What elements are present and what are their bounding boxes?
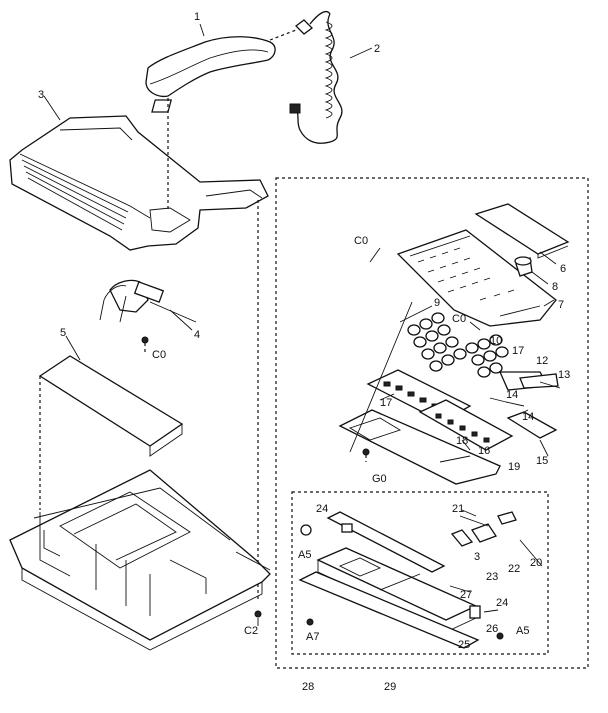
label-17-top: 17 <box>512 345 524 357</box>
label-12: 12 <box>536 355 548 367</box>
label-22: 22 <box>508 563 520 575</box>
label-3-print: 3 <box>474 551 480 563</box>
label-13: 13 <box>558 369 570 381</box>
print-mechanism-part <box>298 511 517 649</box>
label-8: 8 <box>552 281 558 293</box>
label-3: 3 <box>38 89 44 101</box>
label-a5-right: A5 <box>516 625 529 637</box>
label-17: 17 <box>380 397 392 409</box>
label-2: 2 <box>374 43 380 55</box>
metal-plate-part <box>38 355 184 510</box>
leader-lines <box>43 23 561 626</box>
keyboard-assembly-boundary <box>275 177 589 669</box>
label-26: 26 <box>486 623 498 635</box>
keyboard-panel-part <box>396 229 557 327</box>
print-assembly-boundary <box>291 491 549 655</box>
cover-plate-part <box>474 203 570 259</box>
label-21: 21 <box>452 503 464 515</box>
label-29: 29 <box>384 681 396 693</box>
label-10: 10 <box>490 335 502 347</box>
label-5: 5 <box>60 327 66 339</box>
label-24-left: 24 <box>316 503 328 515</box>
circuit-board-part <box>366 369 558 451</box>
label-15: 15 <box>536 455 548 467</box>
label-c0-keys: C0 <box>452 313 466 325</box>
label-28: 28 <box>302 681 314 693</box>
label-20: 20 <box>530 557 542 569</box>
label-a7: A7 <box>306 631 319 643</box>
label-27: 27 <box>460 589 472 601</box>
label-14-upper: 14 <box>506 389 518 401</box>
label-c2: C2 <box>244 625 258 637</box>
label-16: 16 <box>478 445 490 457</box>
label-c0-panel: C0 <box>354 235 368 247</box>
handset-part <box>145 36 276 113</box>
coiled-cord-part <box>269 10 343 144</box>
part-labels: 1 2 3 4 C0 5 C0 6 8 7 9 C0 10 17 12 13 1… <box>38 11 570 693</box>
label-14-lower: 14 <box>522 411 534 423</box>
label-g0: G0 <box>372 473 387 485</box>
key-tops-part <box>407 312 559 391</box>
label-18: 18 <box>456 435 468 447</box>
label-6: 6 <box>560 263 566 275</box>
label-c0-hook: C0 <box>152 349 166 361</box>
top-cover-part <box>9 98 269 600</box>
label-a5-left: A5 <box>298 549 311 561</box>
label-19: 19 <box>508 461 520 473</box>
label-24-right: 24 <box>496 597 508 609</box>
label-25: 25 <box>458 639 470 651</box>
label-7: 7 <box>558 299 564 311</box>
label-23: 23 <box>486 571 498 583</box>
hook-assembly-part <box>99 279 197 352</box>
label-9: 9 <box>434 297 440 309</box>
label-4: 4 <box>194 329 200 341</box>
label-1: 1 <box>194 11 200 23</box>
base-chassis-part <box>9 469 271 651</box>
